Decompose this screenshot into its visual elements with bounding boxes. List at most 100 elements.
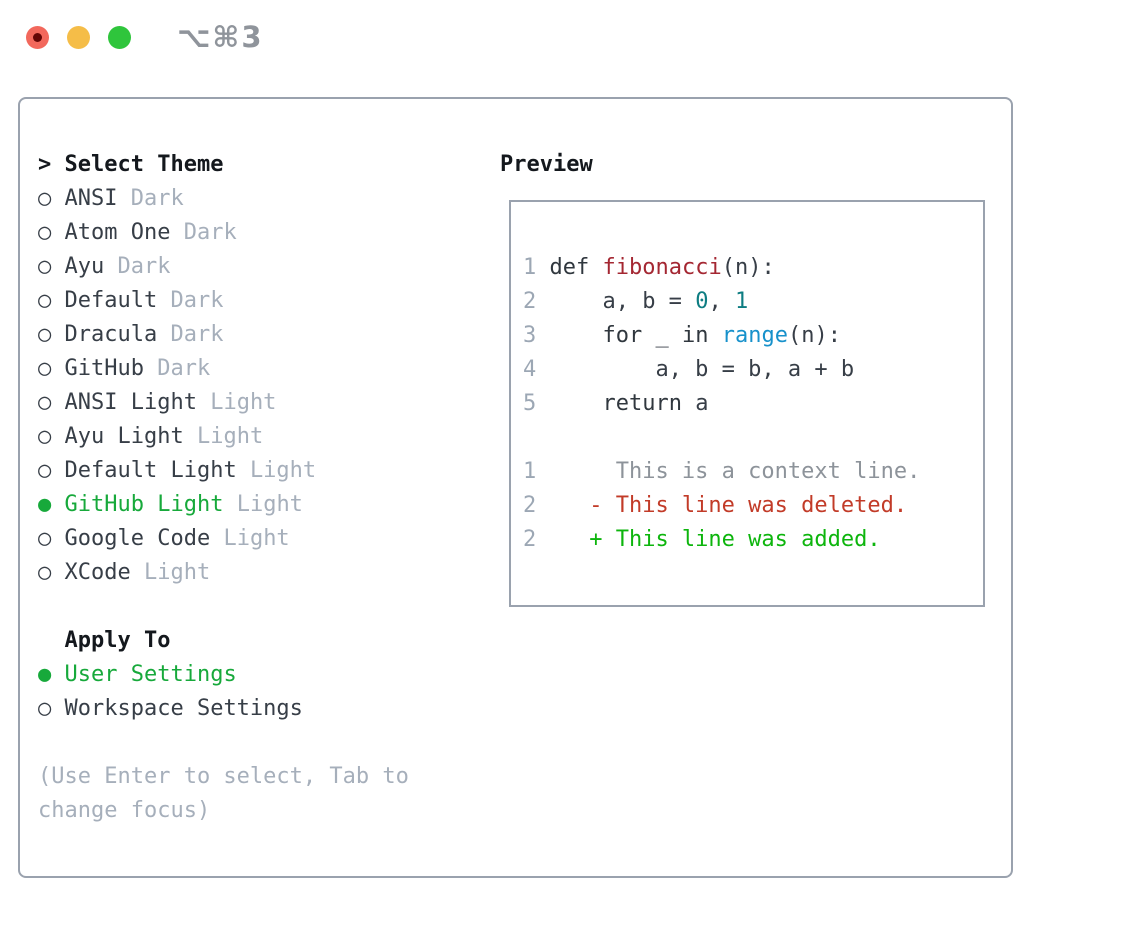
line-number: 2 (523, 493, 537, 518)
code-token (536, 391, 602, 416)
theme-variant-tag: Light (249, 458, 317, 483)
code-line: 4 a, b = b, a + b (523, 353, 983, 387)
radio-icon: ○ (38, 288, 52, 313)
preview-column: Preview 1 def fibonacci(n):2 a, b = 0, 1… (500, 148, 1000, 607)
theme-name: Ayu Light (64, 424, 184, 449)
line-number: 5 (523, 391, 537, 416)
select-theme-title: Select Theme (64, 152, 224, 177)
theme-option-xcode[interactable]: ○ XCode Light (38, 556, 488, 590)
theme-picker-column: > Select Theme ○ ANSI Dark○ Atom One Dar… (38, 148, 488, 828)
code-line: 3 for _ in range(n): (523, 319, 983, 353)
theme-option-ayu[interactable]: ○ Ayu Dark (38, 250, 488, 284)
code-line: 2 a, b = 0, 1 (523, 285, 983, 319)
theme-name: Default (64, 288, 158, 313)
theme-variant-tag: Dark (157, 356, 211, 381)
line-number: 2 (523, 289, 537, 314)
maximize-button[interactable] (108, 26, 131, 49)
theme-name: GitHub (64, 356, 144, 381)
theme-option-default[interactable]: ○ Default Dark (38, 284, 488, 318)
theme-option-dracula[interactable]: ○ Dracula Dark (38, 318, 488, 352)
radio-icon: ○ (38, 560, 52, 585)
minimize-button[interactable] (67, 26, 90, 49)
code-token (589, 255, 602, 280)
code-token: a, b = b, a + b (536, 357, 855, 382)
theme-option-atom-one[interactable]: ○ Atom One Dark (38, 216, 488, 250)
spacer-line (523, 421, 983, 455)
theme-name: Atom One (64, 220, 171, 245)
theme-name: XCode (64, 560, 131, 585)
theme-variant-tag: Dark (183, 220, 237, 245)
theme-option-ansi-light[interactable]: ○ ANSI Light Light (38, 386, 488, 420)
theme-variant-tag: Dark (170, 288, 224, 313)
theme-name: ANSI Light (64, 390, 197, 415)
line-number: 2 (523, 527, 537, 552)
apply-to-heading: Apply To (38, 624, 488, 658)
radio-icon: ○ (38, 220, 52, 245)
theme-list: ○ ANSI Dark○ Atom One Dark○ Ayu Dark○ De… (38, 182, 488, 590)
radio-icon: ● (38, 492, 52, 517)
apply-to-title: Apply To (64, 628, 171, 653)
apply-option-name: User Settings (64, 662, 237, 687)
code-token: for (602, 323, 643, 348)
line-number: 1 (523, 255, 537, 280)
code-token (536, 255, 549, 280)
code-token: 1 (734, 289, 749, 314)
radio-icon: ○ (38, 526, 52, 551)
radio-icon: ● (38, 662, 52, 687)
apply-option-workspace-settings[interactable]: ○ Workspace Settings (38, 692, 488, 726)
apply-option-user-settings[interactable]: ● User Settings (38, 658, 488, 692)
theme-option-default-light[interactable]: ○ Default Light Light (38, 454, 488, 488)
preview-heading: Preview (500, 148, 1000, 182)
code-token: range (721, 323, 788, 348)
theme-variant-tag: Dark (130, 186, 184, 211)
diff-text: - This line was deleted. (536, 493, 908, 518)
radio-icon: ○ (38, 186, 52, 211)
theme-variant-tag: Light (223, 526, 290, 551)
theme-variant-tag: Dark (117, 254, 171, 279)
preview-title: Preview (500, 152, 593, 177)
code-token: (n): (787, 323, 841, 348)
code-token: (n): (721, 255, 775, 280)
theme-name: Ayu (64, 254, 105, 279)
theme-option-google-code[interactable]: ○ Google Code Light (38, 522, 488, 556)
titlebar: ⌥⌘3 (26, 20, 264, 54)
code-token: a (681, 391, 709, 416)
radio-icon: ○ (38, 356, 52, 381)
diff-line-added: 2 + This line was added. (523, 523, 983, 557)
code-line: 5 return a (523, 387, 983, 421)
select-theme-heading: > Select Theme (38, 148, 488, 182)
theme-name: GitHub Light (64, 492, 224, 517)
code-token: in (681, 323, 709, 348)
theme-option-github-light[interactable]: ● GitHub Light Light (38, 488, 488, 522)
prompt-caret-icon: > (38, 152, 52, 177)
theme-variant-tag: Light (196, 424, 264, 449)
keyboard-hint-text: (Use Enter to select, Tab to change focu… (38, 764, 409, 823)
record-dot-icon (33, 33, 42, 42)
radio-icon: ○ (38, 254, 52, 279)
code-token (708, 323, 721, 348)
diff-sample-block: 1 This is a context line.2 - This line w… (523, 455, 983, 557)
code-token: def (549, 255, 590, 280)
theme-variant-tag: Light (210, 390, 277, 415)
theme-variant-tag: Light (143, 560, 211, 585)
radio-icon: ○ (38, 424, 52, 449)
theme-option-ansi[interactable]: ○ ANSI Dark (38, 182, 488, 216)
theme-name: ANSI (64, 186, 118, 211)
diff-line-deleted: 2 - This line was deleted. (523, 489, 983, 523)
radio-icon: ○ (38, 696, 52, 721)
theme-variant-tag: Light (236, 492, 303, 517)
theme-option-github[interactable]: ○ GitHub Dark (38, 352, 488, 386)
window-shortcut-label: ⌥⌘3 (177, 20, 264, 54)
line-number: 4 (523, 357, 537, 382)
close-button[interactable] (26, 26, 49, 49)
radio-icon: ○ (38, 390, 52, 415)
code-token: 0 (695, 289, 709, 314)
radio-icon: ○ (38, 458, 52, 483)
spacer (38, 590, 488, 624)
theme-name: Default Light (64, 458, 237, 483)
code-token: fibonacci (602, 255, 722, 280)
theme-settings-panel: > Select Theme ○ ANSI Dark○ Atom One Dar… (18, 97, 1013, 878)
theme-option-ayu-light[interactable]: ○ Ayu Light Light (38, 420, 488, 454)
